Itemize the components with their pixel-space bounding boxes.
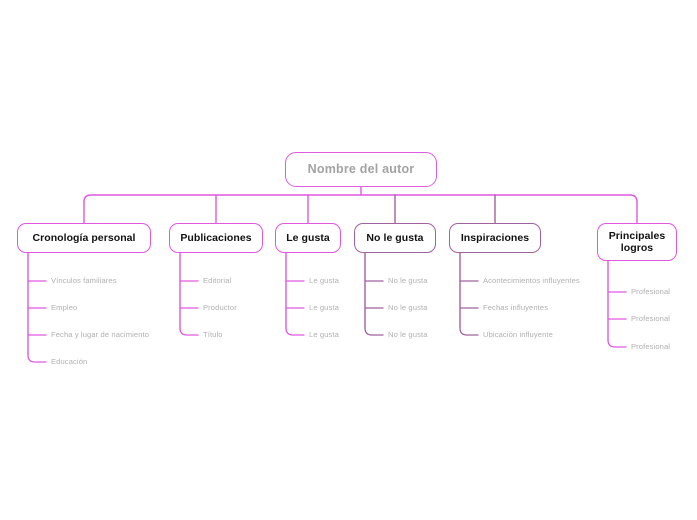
connector [83, 194, 638, 203]
connector [607, 339, 627, 348]
connector [285, 327, 305, 336]
branch-node[interactable]: Inspiraciones [449, 223, 541, 253]
leaf-node[interactable]: Le gusta [309, 330, 339, 339]
leaf-node[interactable]: Profesional [631, 287, 671, 296]
connector [179, 327, 199, 336]
connector [27, 354, 47, 363]
branch-node[interactable]: Principales logros [597, 223, 677, 261]
leaf-node[interactable]: Le gusta [309, 303, 339, 312]
leaf-node[interactable]: Ubicación influyente [483, 330, 553, 339]
leaf-node[interactable]: No le gusta [388, 303, 428, 312]
leaf-node[interactable]: Profesional [631, 314, 671, 323]
leaf-node[interactable]: No le gusta [388, 330, 428, 339]
leaf-node[interactable]: Profesional [631, 342, 671, 351]
root-node[interactable]: Nombre del autor [285, 152, 437, 187]
branch-node[interactable]: Le gusta [275, 223, 341, 253]
leaf-node[interactable]: No le gusta [388, 276, 428, 285]
leaf-node[interactable]: Fechas influyentes [483, 303, 549, 312]
branch-node[interactable]: Publicaciones [169, 223, 263, 253]
leaf-node[interactable]: Acontecimientos influyentes [483, 276, 580, 285]
leaf-node[interactable]: Productor [203, 303, 237, 312]
leaf-node[interactable]: Empleo [51, 303, 78, 312]
connector [459, 327, 479, 336]
leaf-node[interactable]: Editorial [203, 276, 232, 285]
leaf-node[interactable]: Educación [51, 357, 88, 366]
leaf-node[interactable]: Vínculos familiares [51, 276, 117, 285]
branch-node[interactable]: No le gusta [354, 223, 436, 253]
leaf-node[interactable]: Fecha y lugar de nacimiento [51, 330, 150, 339]
branch-node[interactable]: Cronología personal [17, 223, 151, 253]
connector [364, 327, 384, 336]
leaf-node[interactable]: Le gusta [309, 276, 339, 285]
leaf-node[interactable]: Título [203, 330, 223, 339]
